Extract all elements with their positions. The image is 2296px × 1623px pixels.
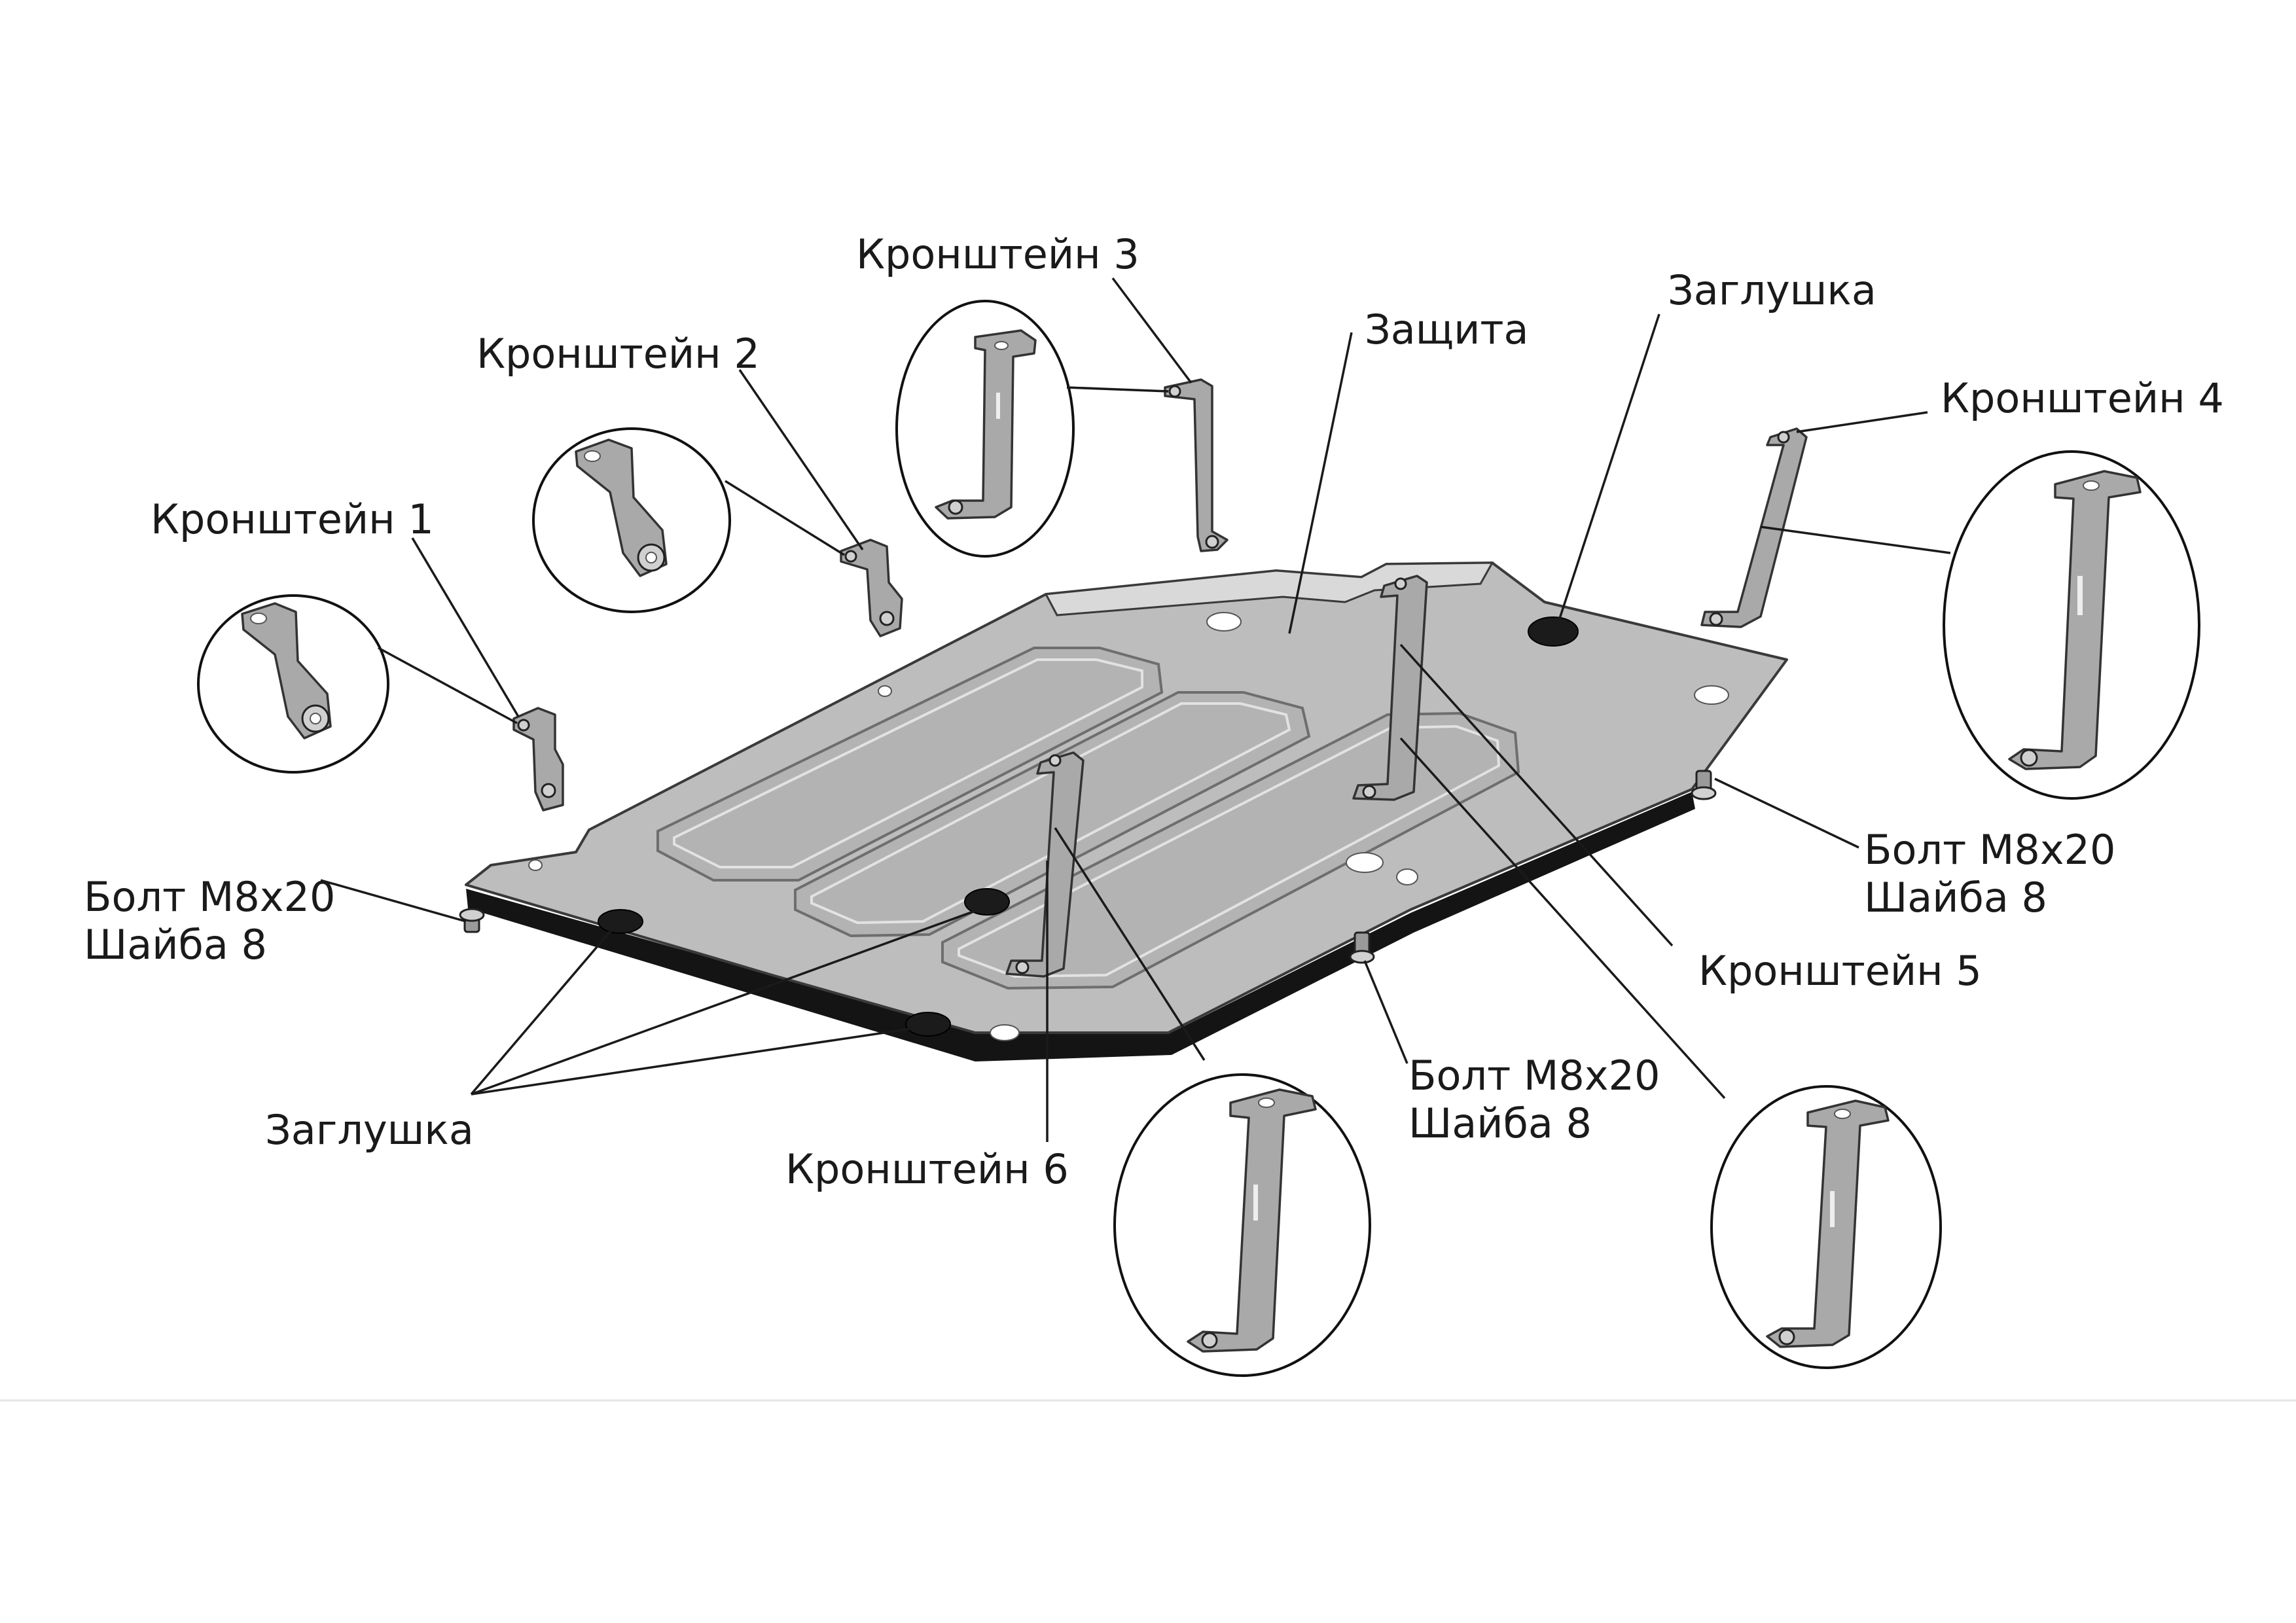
bolt-center [1349, 931, 1375, 964]
label-bracket-3: Кронштейн 3 [856, 230, 1139, 278]
label-plug-bottom: Заглушка [265, 1106, 474, 1154]
bracket-3-installed [1164, 378, 1229, 552]
plate-recess-3 [941, 711, 1520, 990]
plug-center [964, 888, 1010, 916]
bracket-5-installed [1352, 575, 1428, 801]
label-bracket-2: Кронштейн 2 [476, 330, 760, 378]
label-bolt-center-1: Болт М8х20 [1408, 1052, 1660, 1099]
detail-circle-bracket-4 [1943, 450, 2200, 800]
bracket-2-installed [840, 539, 903, 637]
bracket-1-installed [512, 707, 564, 812]
detail-circle-bracket-5 [1710, 1085, 1942, 1369]
label-bolt-left-2: Шайба 8 [84, 921, 267, 969]
label-bolt-right-1: Болт М8х20 [1864, 826, 2115, 874]
skid-plate [465, 562, 1788, 1061]
plate-recess-1 [656, 647, 1164, 882]
plug-top [1528, 616, 1579, 647]
bolt-right [1691, 770, 1717, 800]
label-bolt-left-1: Болт М8х20 [84, 873, 335, 921]
label-bracket-6: Кронштейн 6 [785, 1145, 1069, 1193]
detail-circle-bracket-1 [197, 594, 389, 774]
plate-bevel [1044, 562, 1494, 616]
leader-lines [320, 277, 1928, 1142]
label-bolt-center-2: Шайба 8 [1408, 1099, 1592, 1147]
plate-edge [466, 792, 1695, 1061]
label-bracket-5: Кронштейн 5 [1698, 947, 1982, 995]
label-bracket-1: Кронштейн 1 [151, 495, 434, 543]
plug-front [905, 1012, 951, 1037]
label-bracket-4: Кронштейн 4 [1941, 374, 2224, 422]
detail-connectors [378, 386, 1951, 1099]
bolt-left [459, 908, 485, 933]
detail-circle-bracket-6 [1113, 1073, 1371, 1377]
plug-left [598, 909, 643, 934]
bracket-6-installed [1005, 751, 1085, 978]
label-plug-top: Заглушка [1668, 266, 1876, 314]
bracket-4-installed [1700, 427, 1808, 628]
detail-circle-bracket-3 [895, 300, 1075, 558]
detail-circle-bracket-2 [532, 427, 731, 613]
label-shield: Защита [1365, 306, 1529, 353]
label-bolt-right-2: Шайба 8 [1864, 874, 2047, 921]
